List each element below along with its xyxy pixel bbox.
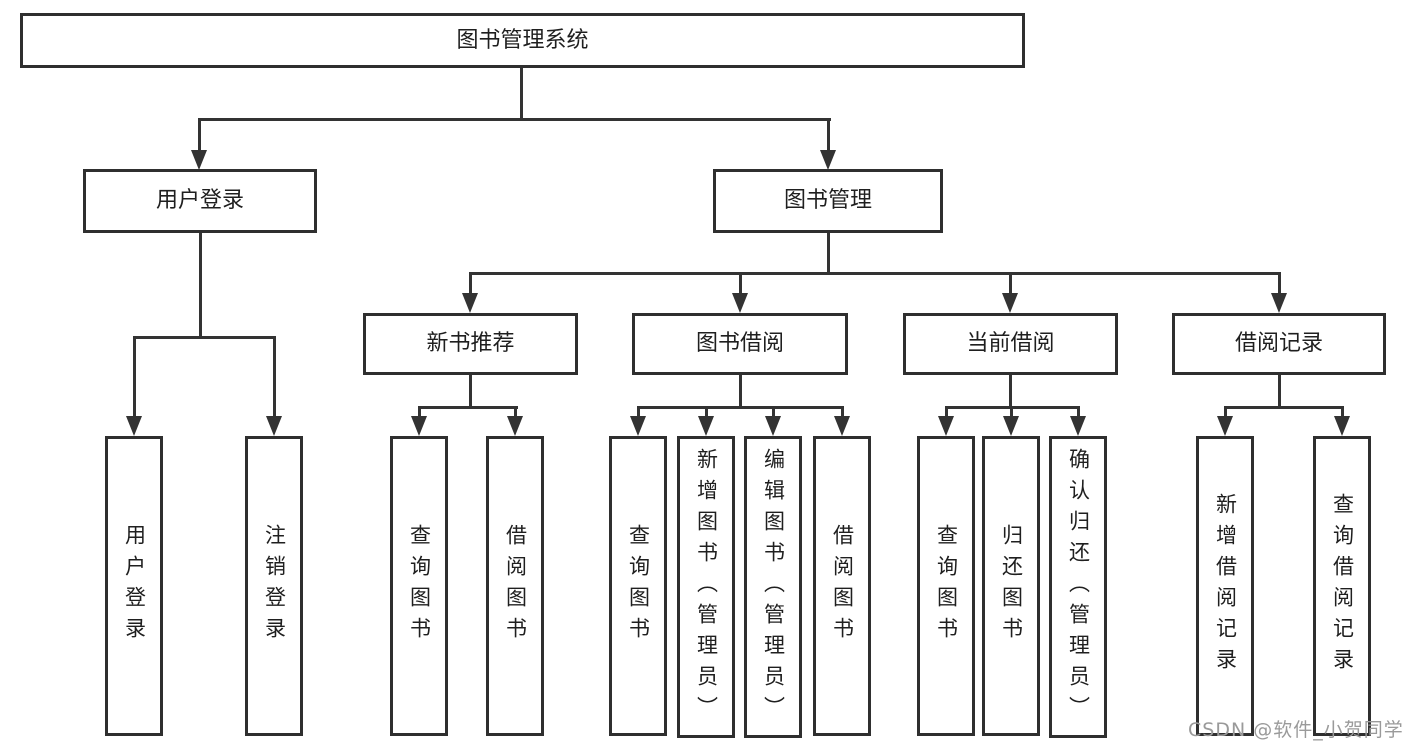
- arrowhead-down-icon: [1002, 293, 1018, 313]
- arrowhead-down-icon: [1003, 416, 1019, 436]
- connector-stem: [514, 406, 517, 418]
- connector-stem: [1009, 272, 1012, 295]
- connector-stem: [418, 406, 421, 418]
- connector-stem: [1278, 272, 1281, 295]
- leaf-borrow-query: 查询图书: [609, 436, 667, 736]
- connector-user-login-stem: [199, 233, 202, 336]
- arrowhead-down-icon: [820, 150, 836, 170]
- leaf-user-login: 用户登录: [105, 436, 163, 736]
- connector-stem: [945, 406, 948, 418]
- connector-stem: [739, 272, 742, 295]
- connector-book-borrow-stem: [739, 375, 742, 408]
- leaf-new-books-borrow: 借阅图书: [486, 436, 544, 736]
- connector-borrow-records-rail: [1224, 406, 1344, 409]
- connector-level3-rail: [469, 272, 1281, 275]
- node-new-book-recommend: 新书推荐: [363, 313, 578, 375]
- arrowhead-down-icon: [1334, 416, 1350, 436]
- leaf-logout: 注销登录: [245, 436, 303, 736]
- connector-borrow-records-stem: [1278, 375, 1281, 408]
- leaf-current-query: 查询图书: [917, 436, 975, 736]
- connector-stem: [827, 118, 830, 152]
- arrowhead-down-icon: [938, 416, 954, 436]
- connector-user-login-rail: [133, 336, 276, 339]
- connector-stem: [469, 272, 472, 295]
- connector-book-borrow-rail: [637, 406, 844, 409]
- connector-current-borrow-stem: [1009, 375, 1012, 408]
- connector-new-books-stem: [469, 375, 472, 408]
- arrowhead-down-icon: [191, 150, 207, 170]
- connector-stem: [273, 336, 276, 418]
- connector-stem: [198, 118, 201, 152]
- connector-stem: [1077, 406, 1080, 418]
- arrowhead-down-icon: [507, 416, 523, 436]
- arrowhead-down-icon: [732, 293, 748, 313]
- connector-stem: [705, 406, 708, 418]
- leaf-records-add: 新增借阅记录: [1196, 436, 1254, 736]
- connector-stem: [841, 406, 844, 418]
- node-user-login: 用户登录: [83, 169, 317, 233]
- node-book-borrow: 图书借阅: [632, 313, 848, 375]
- arrowhead-down-icon: [1271, 293, 1287, 313]
- leaf-new-books-query: 查询图书: [390, 436, 448, 736]
- arrowhead-down-icon: [698, 416, 714, 436]
- node-borrow-records: 借阅记录: [1172, 313, 1386, 375]
- connector-stem: [772, 406, 775, 418]
- arrowhead-down-icon: [765, 416, 781, 436]
- connector-level1-rail: [198, 118, 831, 121]
- connector-stem: [637, 406, 640, 418]
- node-library-system: 图书管理系统: [20, 13, 1025, 68]
- node-book-management: 图书管理: [713, 169, 943, 233]
- arrowhead-down-icon: [266, 416, 282, 436]
- connector-book-mgmt-stem: [827, 233, 830, 272]
- leaf-current-confirm-return-admin: 确认归还（管理员）: [1049, 436, 1107, 738]
- connector-new-books-rail: [418, 406, 518, 409]
- connector-stem: [1224, 406, 1227, 418]
- connector-root-stem: [520, 68, 523, 118]
- arrowhead-down-icon: [411, 416, 427, 436]
- node-current-borrow: 当前借阅: [903, 313, 1118, 375]
- arrowhead-down-icon: [462, 293, 478, 313]
- leaf-records-query: 查询借阅记录: [1313, 436, 1371, 736]
- watermark: CSDN @软件_小贺同学: [1188, 719, 1404, 741]
- arrowhead-down-icon: [834, 416, 850, 436]
- leaf-borrow-borrow: 借阅图书: [813, 436, 871, 736]
- connector-stem: [1341, 406, 1344, 418]
- leaf-current-return: 归还图书: [982, 436, 1040, 736]
- leaf-borrow-add-admin: 新增图书（管理员）: [677, 436, 735, 738]
- connector-stem: [133, 336, 136, 418]
- leaf-borrow-edit-admin: 编辑图书（管理员）: [744, 436, 802, 738]
- arrowhead-down-icon: [630, 416, 646, 436]
- connector-stem: [1010, 406, 1013, 418]
- arrowhead-down-icon: [1217, 416, 1233, 436]
- arrowhead-down-icon: [126, 416, 142, 436]
- arrowhead-down-icon: [1070, 416, 1086, 436]
